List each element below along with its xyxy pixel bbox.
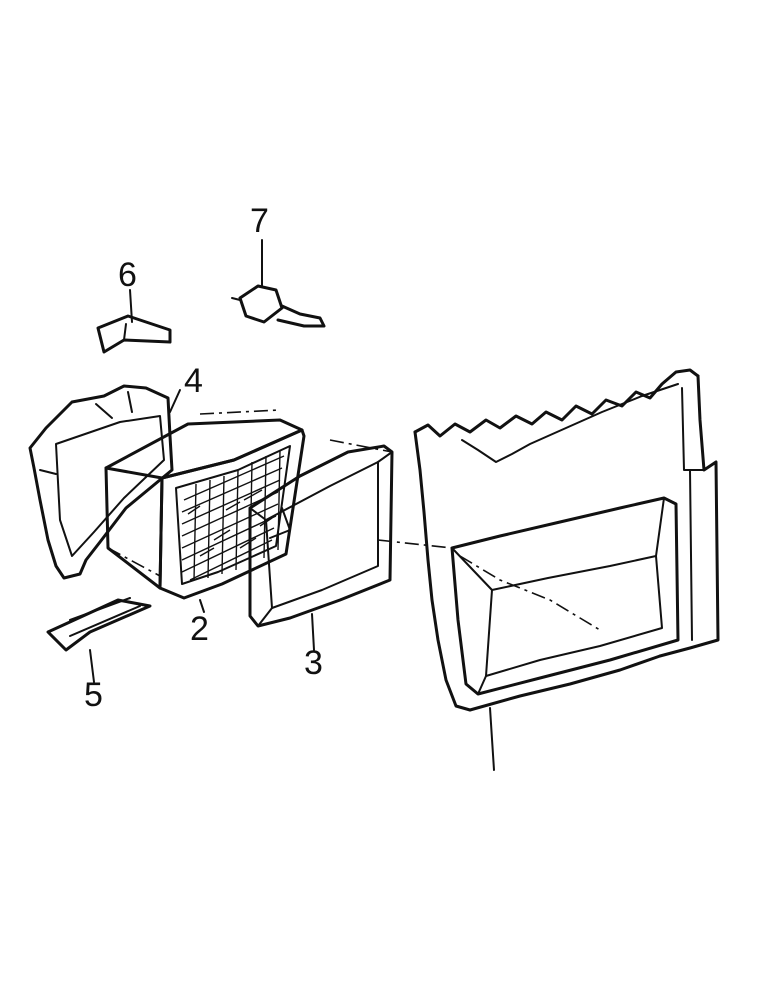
- callout-2: 2: [190, 610, 209, 648]
- callout-5: 5: [84, 676, 103, 714]
- leader-lines: [89, 239, 495, 771]
- bracket-part-5: [46, 597, 152, 652]
- indicator-part-7: [231, 275, 326, 328]
- gasket-part-3: [248, 444, 394, 628]
- cover-part-4: [28, 384, 174, 580]
- callout-3: 3: [304, 644, 323, 682]
- filter-element-part-2: [104, 418, 306, 600]
- bracket-part-6: [96, 314, 172, 354]
- callout-4: 4: [184, 362, 203, 400]
- callout-6: 6: [118, 256, 137, 294]
- callout-7: 7: [250, 202, 269, 240]
- housing-part-1: [413, 368, 720, 712]
- center-lines: [107, 409, 601, 631]
